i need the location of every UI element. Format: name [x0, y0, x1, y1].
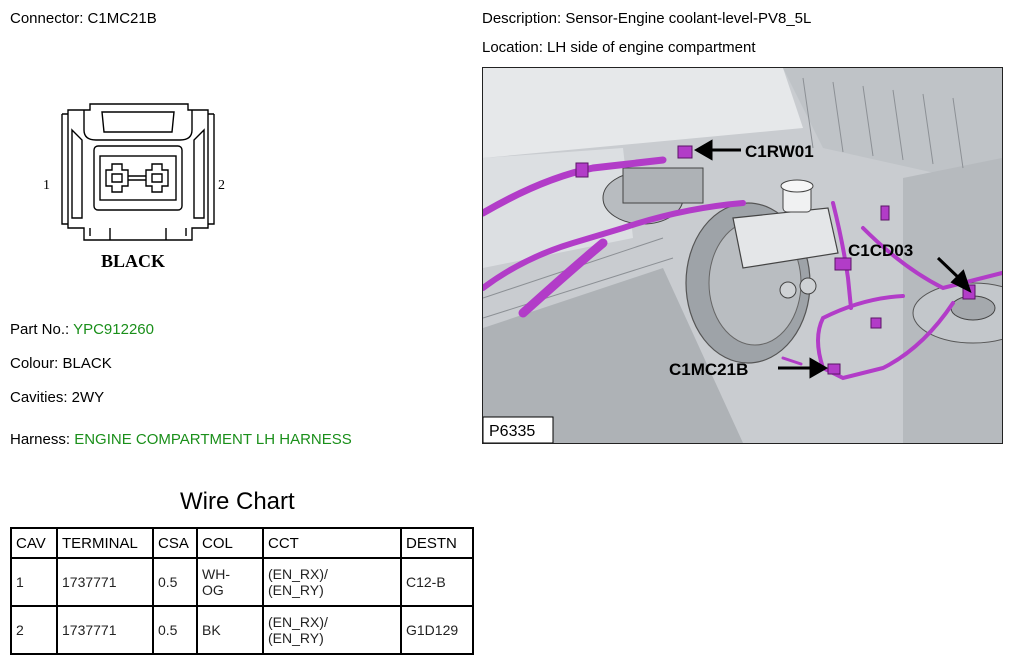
header-terminal: TERMINAL	[56, 527, 154, 559]
cell-terminal: 1737771	[56, 557, 154, 607]
cell-csa: 0.5	[152, 605, 198, 655]
header-destn: DESTN	[400, 527, 474, 559]
table-header-row: CAV TERMINAL CSA COL CCT DESTN	[10, 527, 474, 559]
photo-reference-id: P6335	[489, 423, 535, 440]
cell-cct: (EN_RX)/ (EN_RY)	[262, 605, 402, 655]
header-csa: CSA	[152, 527, 198, 559]
part-number-label: Part No.:	[10, 321, 70, 338]
connector-title: Connector: C1MC21B	[10, 10, 157, 27]
harness-label: Harness:	[10, 431, 71, 448]
header-cav: CAV	[10, 527, 58, 559]
harness-text: Harness: ENGINE COMPARTMENT LH HARNESS	[10, 431, 352, 448]
pin-1-label: 1	[43, 178, 50, 193]
cavities-text: Cavities: 2WY	[10, 389, 105, 406]
connector-color-label: BLACK	[101, 251, 166, 271]
cell-csa: 0.5	[152, 557, 198, 607]
part-number-value: YPC912260	[73, 321, 154, 338]
description-text: Description: Sensor-Engine coolant-level…	[482, 10, 812, 27]
cell-cct: (EN_RX)/ (EN_RY)	[262, 557, 402, 607]
pin-2-label: 2	[218, 178, 225, 193]
cell-terminal: 1737771	[56, 605, 154, 655]
location-text: Location: LH side of engine compartment	[482, 39, 756, 56]
part-number: Part No.: YPC912260	[10, 321, 154, 338]
colour-text: Colour: BLACK	[10, 355, 112, 372]
wire-chart-table: CAV TERMINAL CSA COL CCT DESTN 1 1737771…	[10, 527, 474, 655]
cell-col: BK	[196, 605, 264, 655]
connector-face-drawing	[40, 100, 240, 280]
callout-c1rw01: C1RW01	[745, 142, 814, 161]
cell-cav: 1	[10, 557, 58, 607]
cell-destn: G1D129	[400, 605, 474, 655]
callout-c1mc21b: C1MC21B	[669, 360, 748, 379]
wire-chart-title: Wire Chart	[180, 488, 295, 515]
callout-c1cd03: C1CD03	[848, 241, 913, 260]
harness-value: ENGINE COMPARTMENT LH HARNESS	[74, 431, 352, 448]
table-row: 2 1737771 0.5 BK (EN_RX)/ (EN_RY) G1D129	[10, 605, 474, 655]
engine-compartment-illustration: C1RW01 C1CD03 C1MC21B P6335	[482, 67, 1003, 444]
cell-destn: C12-B	[400, 557, 474, 607]
table-row: 1 1737771 0.5 WH- OG (EN_RX)/ (EN_RY) C1…	[10, 557, 474, 607]
header-cct: CCT	[262, 527, 402, 559]
header-col: COL	[196, 527, 264, 559]
cell-cav: 2	[10, 605, 58, 655]
cell-col: WH- OG	[196, 557, 264, 607]
